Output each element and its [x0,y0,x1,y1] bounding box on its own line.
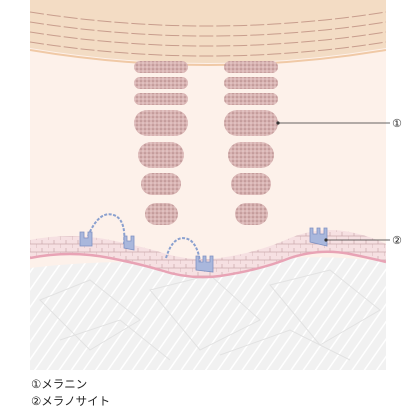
melanin-granule [134,93,188,105]
melanocyte [195,255,214,273]
melanin-granule [141,173,181,195]
melanin-granule [231,173,271,195]
callout-dot [276,121,280,125]
melanin-granule [145,203,178,225]
melanocyte [79,231,93,247]
melanin-granule [228,142,274,168]
melanin-granule [224,110,278,136]
melanin-granule [224,93,278,105]
callout-label-melanocyte: ② [392,234,402,247]
horny-layer-edge [30,49,386,66]
melanocyte-dendrite [165,237,201,263]
callout-dot [324,238,328,242]
dermis-fibers [39,269,381,361]
melanin-granule [138,142,184,168]
melanin-granule [224,77,278,89]
melanocyte [123,235,135,251]
horny-layer-lines [30,11,386,57]
melanocyte [309,227,328,247]
legend: ①メラニン ②メラノサイト [31,376,110,410]
melanin-granule [235,203,268,225]
melanin-column-right [224,61,278,225]
legend-item-melanocyte: ②メラノサイト [31,394,111,408]
callout-label-melanin: ① [392,117,402,130]
melanocyte-dendrite [87,213,126,245]
horny-layer [30,0,386,63]
dermis [30,257,386,370]
legend-item-melanin: ①メラニン [31,377,88,391]
melanin-granule [134,77,188,89]
basal-membrane [30,250,386,279]
melanin-column-left [134,61,188,225]
basal-layer [30,230,386,278]
melanin-granule [134,61,188,73]
melanin-granule [224,61,278,73]
melanin-granule [134,110,188,136]
skin-cross-section: ① ② [30,0,402,370]
melanocytes [79,213,328,273]
